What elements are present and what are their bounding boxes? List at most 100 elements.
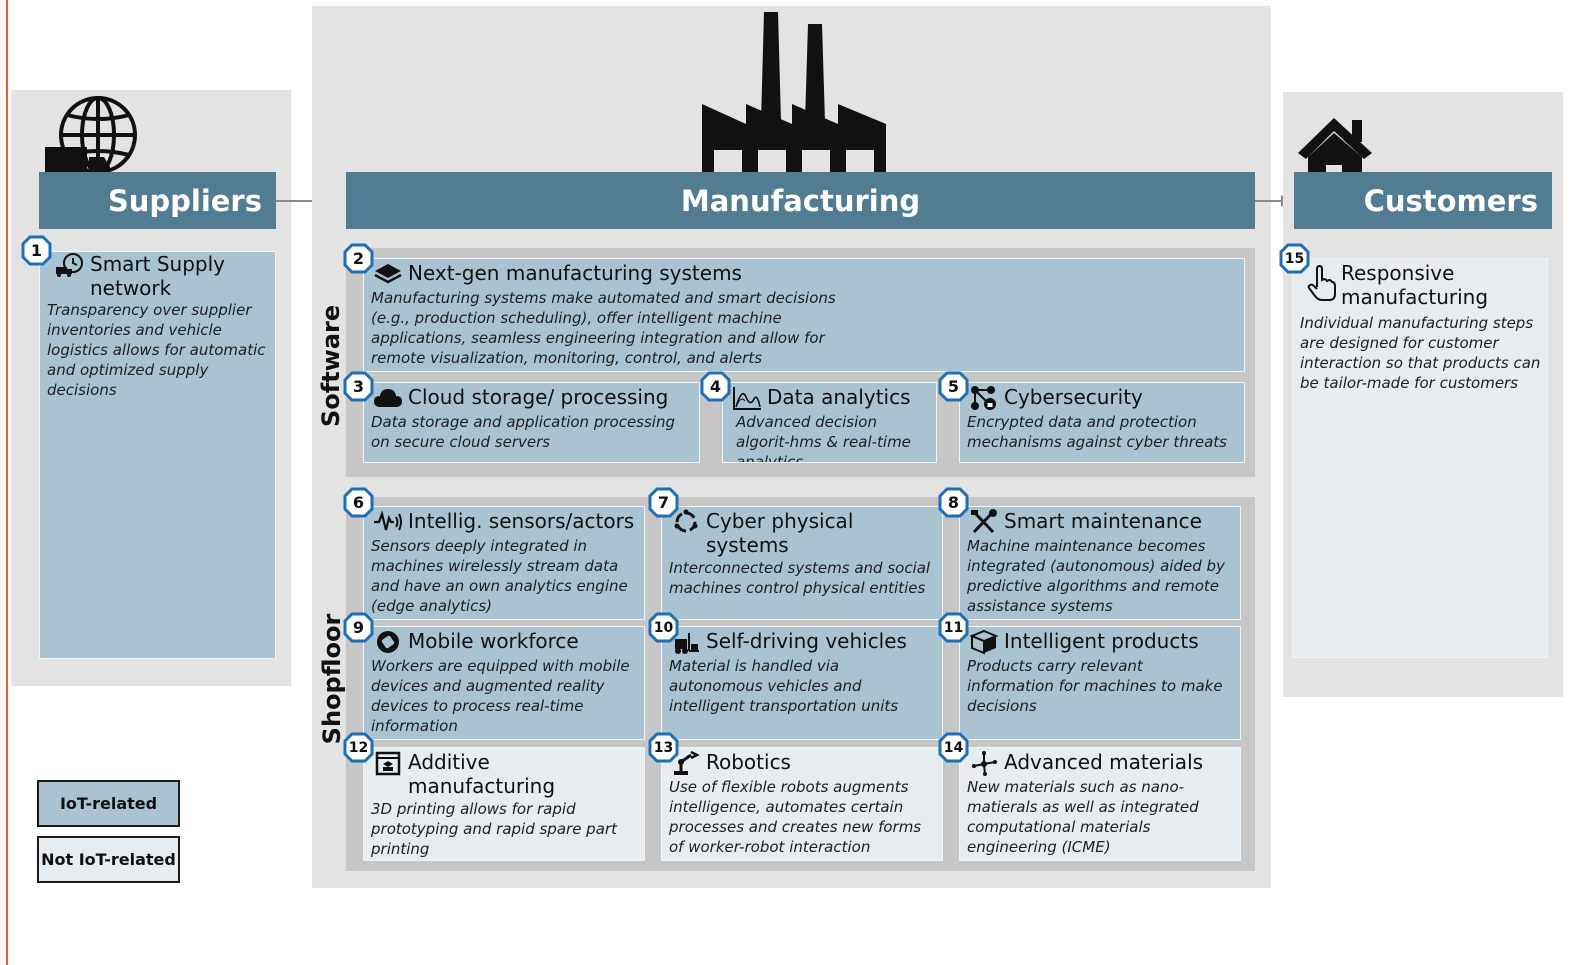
card-13[interactable]: Robotics Use of flexible robots augments… xyxy=(661,747,943,861)
card-13-desc: Use of flexible robots augments intellig… xyxy=(669,778,922,856)
badge-6-number: 6 xyxy=(352,493,365,512)
card-10-title: Self-driving vehicles xyxy=(706,629,907,653)
card-11-title: Intelligent products xyxy=(1004,629,1199,653)
layers-icon xyxy=(371,261,405,287)
badge-8-number: 8 xyxy=(947,493,960,512)
customers-connector xyxy=(1255,200,1283,202)
card-6-title: Intellig. sensors/actors xyxy=(408,509,635,533)
shopfloor-label: Shopfloor xyxy=(318,613,346,745)
badge-10: 10 xyxy=(648,612,679,643)
card-12[interactable]: Additive manufacturing 3D printing allow… xyxy=(363,747,645,861)
card-1[interactable]: Smart Supply network Transparency over s… xyxy=(39,251,276,659)
card-15-title: Responsive manufacturing xyxy=(1341,261,1489,309)
manufacturing-header: Manufacturing xyxy=(346,172,1255,229)
robot-arm-icon xyxy=(669,750,703,776)
network-lock-icon xyxy=(967,385,1001,411)
card-14[interactable]: Advanced materials New materials such as… xyxy=(959,747,1241,861)
card-2-title: Next-gen manufacturing systems xyxy=(408,261,742,285)
badge-11: 11 xyxy=(938,612,969,643)
badge-8: 8 xyxy=(938,487,969,518)
badge-11-number: 11 xyxy=(943,619,964,636)
badge-5-number: 5 xyxy=(947,377,960,396)
badge-5: 5 xyxy=(938,371,969,402)
card-12-desc: 3D printing allows for rapid prototyping… xyxy=(371,800,617,858)
badge-3: 3 xyxy=(343,371,374,402)
badge-13-number: 13 xyxy=(653,739,674,756)
card-5-desc: Encrypted data and protection mechanisms… xyxy=(967,413,1227,451)
card-2[interactable]: Next-gen manufacturing systems Manufactu… xyxy=(363,258,1245,372)
card-7-title: Cyber physical systems xyxy=(706,509,854,557)
legend-iot-label: IoT-related xyxy=(59,794,158,813)
badge-13: 13 xyxy=(648,732,679,763)
badge-10-number: 10 xyxy=(653,619,674,636)
card-3[interactable]: Cloud storage/ processing Data storage a… xyxy=(363,382,700,463)
card-5-title: Cybersecurity xyxy=(1004,385,1143,409)
badge-14: 14 xyxy=(938,732,969,763)
badge-15-number: 15 xyxy=(1284,250,1305,267)
card-9-title: Mobile workforce xyxy=(408,629,579,653)
card-4-desc: Advanced decision algorit-hms & real-tim… xyxy=(736,413,911,463)
card-4-title: Data analytics xyxy=(767,385,911,409)
card-6[interactable]: Intellig. sensors/actors Sensors deeply … xyxy=(363,506,645,620)
badge-4-number: 4 xyxy=(709,377,722,396)
clock-truck-icon xyxy=(53,252,87,278)
manufacturing-title: Manufacturing xyxy=(680,183,921,218)
card-4[interactable]: Data analytics Advanced decision algorit… xyxy=(722,382,937,463)
card-15-desc: Individual manufacturing steps are desig… xyxy=(1300,314,1541,392)
card-9[interactable]: Mobile workforce Workers are equipped wi… xyxy=(363,626,645,740)
forklift-icon xyxy=(669,629,703,655)
card-7-desc: Interconnected systems and social machin… xyxy=(669,559,931,597)
device-icon xyxy=(371,629,405,655)
card-3-desc: Data storage and application processing … xyxy=(371,413,675,451)
legend-non-iot-label: Not IoT-related xyxy=(41,850,176,869)
badge-1-number: 1 xyxy=(30,241,43,260)
card-10-desc: Material is handled via autonomous vehic… xyxy=(669,657,899,715)
molecule-icon xyxy=(967,750,1001,776)
card-8-desc: Machine maintenance becomes integrated (… xyxy=(967,537,1225,615)
printer-3d-icon xyxy=(371,750,405,776)
left-edge-rule xyxy=(6,0,8,965)
badge-14-number: 14 xyxy=(943,739,964,756)
card-14-desc: New materials such as nano-matierals as … xyxy=(967,778,1199,856)
badge-6: 6 xyxy=(343,487,374,518)
card-1-title: Smart Supply network xyxy=(90,252,226,300)
customers-header: Customers xyxy=(1294,172,1552,229)
card-12-title: Additive manufacturing xyxy=(408,750,556,798)
card-8[interactable]: Smart maintenance Machine maintenance be… xyxy=(959,506,1241,620)
card-11[interactable]: Intelligent products Products carry rele… xyxy=(959,626,1241,740)
legend-iot: IoT-related xyxy=(37,780,180,827)
suppliers-title: Suppliers xyxy=(107,183,262,218)
tools-icon xyxy=(967,509,1001,535)
card-13-title: Robotics xyxy=(706,750,791,774)
card-5[interactable]: Cybersecurity Encrypted data and protect… xyxy=(959,382,1245,463)
software-label: Software xyxy=(317,304,345,427)
chart-icon xyxy=(730,385,764,411)
card-2-desc: Manufacturing systems make automated and… xyxy=(371,289,836,367)
card-7[interactable]: Cyber physical systems Interconnected sy… xyxy=(661,506,943,620)
legend-non-iot: Not IoT-related xyxy=(37,836,180,883)
signal-icon xyxy=(371,509,405,535)
suppliers-connector xyxy=(276,200,346,202)
badge-7-number: 7 xyxy=(657,493,670,512)
box-icon xyxy=(967,629,1001,655)
badge-2: 2 xyxy=(343,243,374,274)
suppliers-header: Suppliers xyxy=(39,172,276,229)
card-15[interactable]: Responsive manufacturing Individual manu… xyxy=(1292,258,1548,658)
card-11-desc: Products carry relevant information for … xyxy=(967,657,1223,715)
card-10[interactable]: Self-driving vehicles Material is handle… xyxy=(661,626,943,740)
card-3-title: Cloud storage/ processing xyxy=(408,385,669,409)
badge-9: 9 xyxy=(343,612,374,643)
customers-title: Customers xyxy=(1363,183,1538,218)
badge-7: 7 xyxy=(648,487,679,518)
badge-4: 4 xyxy=(700,371,731,402)
card-6-desc: Sensors deeply integrated in machines wi… xyxy=(371,537,628,615)
factory-icon xyxy=(700,10,888,190)
card-8-title: Smart maintenance xyxy=(1004,509,1202,533)
badge-12: 12 xyxy=(343,732,374,763)
badge-1: 1 xyxy=(21,235,52,266)
badge-15: 15 xyxy=(1279,243,1310,274)
badge-2-number: 2 xyxy=(352,249,365,268)
hand-pointer-icon xyxy=(1304,261,1338,305)
badge-9-number: 9 xyxy=(352,618,365,637)
badge-12-number: 12 xyxy=(348,739,369,756)
